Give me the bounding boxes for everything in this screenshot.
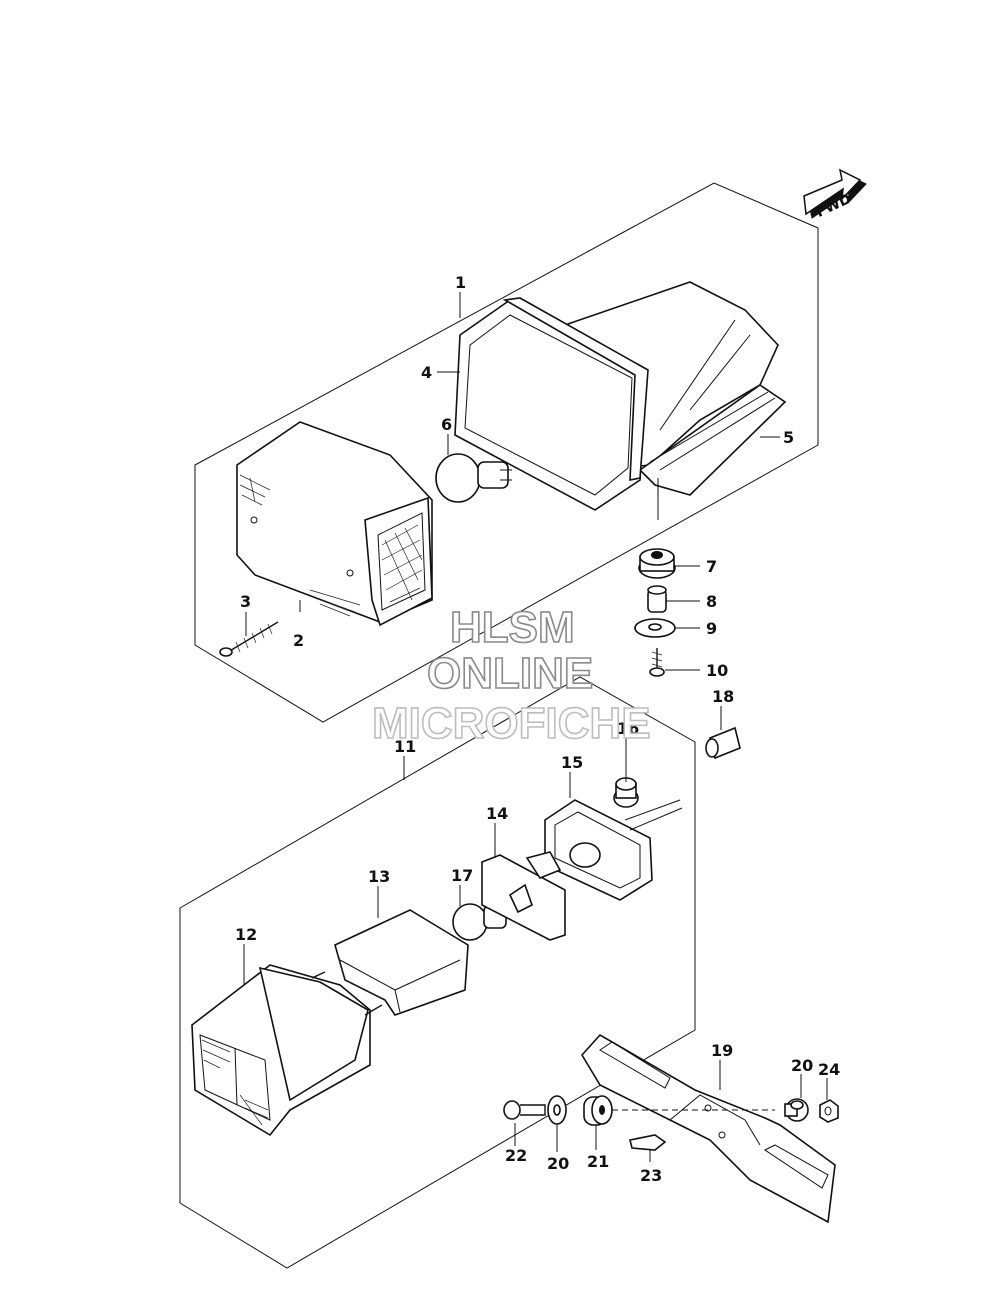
callout-19: 19 [711,1041,733,1060]
callout-18: 18 [712,687,734,706]
callout-21: 21 [587,1152,609,1171]
callout-labels: 1 2 3 4 5 6 7 8 9 10 11 12 13 14 15 16 1… [235,273,840,1185]
callout-23: 23 [640,1166,662,1185]
clip-23 [629,1134,667,1151]
callout-20-right: 20 [791,1056,813,1075]
callout-6: 6 [441,415,452,434]
callout-24: 24 [818,1060,840,1079]
rubber-16 [613,777,639,808]
watermark-line-3: MICROFICHE [372,699,651,748]
fwd-arrow-icon: FWD [803,168,867,221]
socket-15 [525,799,683,901]
assembly-11-boundary [179,676,696,1269]
watermark-line-1: HLSM [450,603,575,652]
callout-20-left: 20 [547,1154,569,1173]
callout-15: 15 [561,753,583,772]
nut-24 [819,1099,839,1123]
bracket-19 [581,1033,836,1224]
callout-11: 11 [394,737,416,756]
callout-13: 13 [368,867,390,886]
callout-2: 2 [293,631,304,650]
callout-3: 3 [240,592,251,611]
callout-22: 22 [505,1146,527,1165]
gasket-14 [481,854,566,941]
callout-5: 5 [783,428,794,447]
callout-4: 4 [421,363,432,382]
callout-16: 16 [617,719,639,738]
lens-12 [191,964,383,1137]
washer-20-right [784,1098,809,1122]
collar-8 [647,585,667,613]
assembly-1-boundary [194,182,819,723]
screw-3 [219,621,279,657]
callout-10: 10 [706,661,728,680]
grommet-7 [638,548,676,579]
bulb-6 [435,453,512,503]
gasket [454,297,649,511]
washer-9 [634,618,676,638]
screw-10 [649,648,665,677]
callout-7: 7 [706,557,717,576]
lens [236,421,433,627]
callout-1: 1 [455,273,466,292]
washer-20-left [547,1095,567,1125]
collar-21 [583,1095,613,1126]
bolt-22 [503,1100,546,1120]
leader-lines [243,292,828,1162]
spacer-18 [705,726,741,760]
lens-13 [334,909,469,1016]
callout-8: 8 [706,592,717,611]
bulb-17 [452,903,507,941]
callout-17: 17 [451,866,473,885]
callout-14: 14 [486,804,508,823]
watermark-line-2: ONLINE [427,649,593,698]
callout-12: 12 [235,925,257,944]
callout-9: 9 [706,619,717,638]
watermark: HLSM ONLINE MICROFICHE [371,602,651,749]
